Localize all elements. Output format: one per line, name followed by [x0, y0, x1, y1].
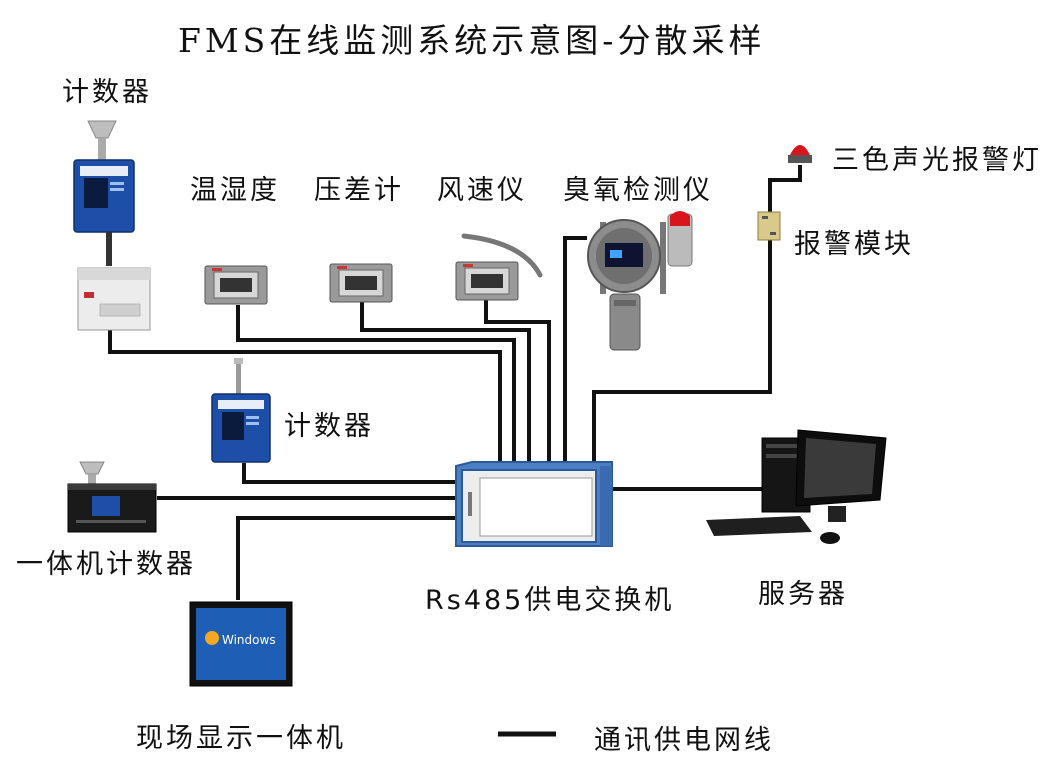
alarm-light-device: [788, 145, 812, 163]
label-integrated-counter: 一体机计数器: [16, 549, 196, 580]
label-counter-mid: 计数器: [284, 411, 374, 442]
network-cables: [108, 165, 802, 600]
label-anemometer: 风速仪: [437, 175, 527, 206]
diagram-title: FMS在线监测系统示意图-分散采样: [178, 21, 766, 60]
cable-pressure: [360, 300, 531, 470]
label-server: 服务器: [758, 579, 848, 610]
counter-mid-device: [211, 358, 271, 463]
cable-ozone: [563, 236, 587, 470]
label-counter-top: 计数器: [62, 77, 152, 108]
legend-label: 通讯供电网线: [594, 725, 774, 756]
label-display: 现场显示一体机: [136, 723, 346, 754]
cable-alarm-light: [768, 165, 802, 212]
rs485-switch-cabinet: [455, 461, 613, 547]
label-alarm-module: 报警模块: [794, 229, 914, 260]
label-switch: Rs485供电交换机: [425, 585, 675, 616]
cable-temp-humidity: [236, 305, 516, 470]
pressure-gauge-device: [329, 263, 393, 303]
cable-anemometer: [484, 300, 551, 470]
display-panel-device: Windows: [189, 601, 293, 687]
cable-counter-mid: [242, 463, 460, 484]
cable-counter-top: [108, 330, 502, 470]
ozone-detector-device: [587, 211, 693, 351]
cable-alarm-module: [592, 240, 772, 470]
label-alarm-light: 三色声光报警灯: [832, 145, 1042, 176]
label-pressure-gauge: 压差计: [314, 175, 404, 206]
alarm-module-device: [757, 211, 781, 241]
server-computer: [706, 429, 887, 544]
windows-screen-text: Windows: [222, 633, 276, 647]
counter-top-device: [73, 120, 151, 331]
label-ozone-detector: 臭氧检测仪: [563, 175, 713, 206]
label-temp-humidity: 温湿度: [190, 175, 280, 206]
cable-display: [236, 516, 460, 600]
integrated-counter-device: [67, 461, 157, 533]
temp-humidity-device: [204, 265, 268, 305]
anemometer-device: [455, 233, 543, 301]
